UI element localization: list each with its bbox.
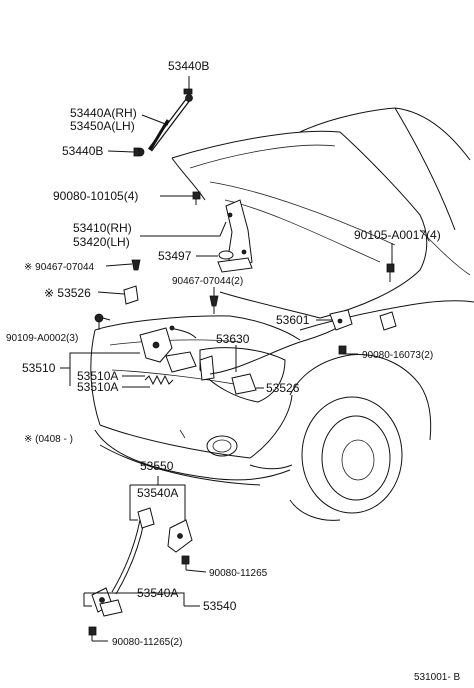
label-53540A-b: 53540A (137, 586, 178, 600)
label-53440A-RH: 53440A(RH) (70, 106, 137, 120)
strut-ball-stud-top (183, 88, 193, 102)
label-90080-11265-2: 90080-11265(2) (112, 637, 182, 648)
label-90080-16073: 90080-16073(2) (362, 350, 433, 361)
clip-90467-07044-b (209, 295, 219, 314)
label-53601: 53601 (276, 313, 310, 327)
label-53440B-bottom: 53440B (62, 144, 103, 158)
bolt-90080-10105 (192, 191, 201, 205)
label-53540: 53540 (203, 599, 237, 613)
spring-53510A (144, 374, 174, 386)
label-90080-10105: 90080-10105(4) (53, 189, 138, 203)
label-53630: 53630 (216, 332, 250, 346)
bracket-53526-b (231, 373, 257, 395)
label-53526-b: 53526 (266, 381, 300, 395)
label-53526-a: ※ 53526 (44, 286, 91, 300)
cushion-53497 (218, 250, 234, 260)
release-lever-53601 (329, 309, 397, 331)
label-53510A-a: 53510A (77, 369, 118, 383)
bracket-53526-a (123, 285, 139, 305)
label-53510: 53510 (22, 361, 56, 375)
label-53550: 53550 (140, 459, 174, 473)
label-90105-A0017: 90105-A0017(4) (354, 228, 441, 242)
strut-ball-stud-bottom (133, 147, 145, 157)
hood-lock-assembly (139, 327, 215, 381)
figure-id: 531001- B (414, 672, 460, 683)
label-90467-07044-b: 90467-07044(2) (172, 276, 243, 287)
label-53497: 53497 (158, 249, 192, 263)
screw-90109-A0002 (94, 313, 111, 323)
leader-lines (60, 76, 393, 642)
hood-support-strut (148, 95, 192, 152)
label-90109-A0002: 90109-A0002(3) (6, 333, 78, 344)
bolt-90105-A0017 (386, 263, 395, 282)
bolt-90080-16073 (338, 345, 347, 355)
bolt-90080-11265 (181, 555, 190, 570)
hood-release-cable (169, 323, 343, 375)
label-53450A-LH: 53450A(LH) (70, 119, 135, 133)
label-53410-RH: 53410(RH) (73, 221, 132, 235)
note-applicability: ※ (0408 - ) (24, 434, 73, 445)
clip-90467-07044-a (131, 259, 141, 271)
label-90080-11265: 90080-11265 (209, 568, 268, 579)
label-53540A-a: 53540A (137, 486, 178, 500)
hood-hinge (217, 199, 253, 273)
vehicle-body-drawing (90, 107, 474, 521)
label-53510A-b: 53510A (77, 380, 118, 394)
bolt-90080-11265-pair (88, 626, 97, 641)
label-53440B-top: 53440B (168, 59, 209, 73)
label-90467-07044-a: ※ 90467-07044 (24, 262, 95, 273)
hood-rod-assembly (91, 507, 193, 617)
label-53420-LH: 53420(LH) (73, 235, 130, 249)
